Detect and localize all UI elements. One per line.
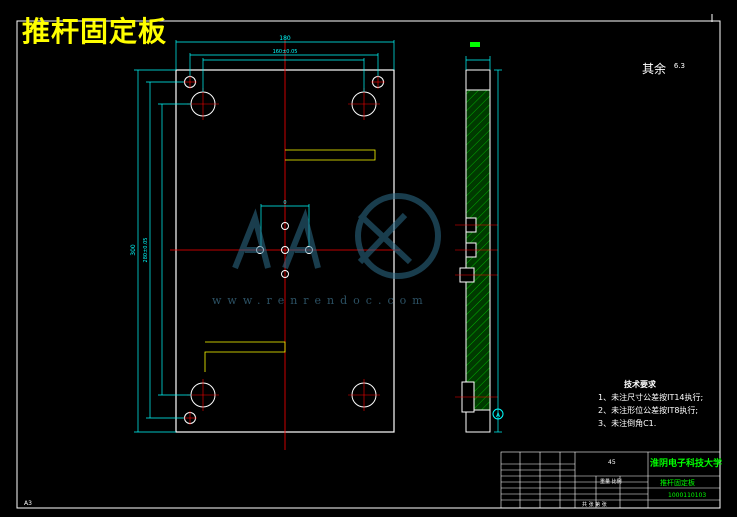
roughness-value: 6.3 — [673, 62, 685, 70]
tech-item: 2、未注形位公差按IT8执行; — [598, 406, 699, 415]
dim-left-overall: 300 — [130, 244, 137, 256]
tech-heading: 技术要求 — [624, 380, 656, 389]
title-block-drawing-no: 1000110103 — [668, 492, 707, 499]
large-hole — [348, 379, 380, 411]
section-marker — [470, 42, 480, 47]
datum-a — [492, 408, 504, 420]
pin-hole — [183, 75, 197, 89]
reference-outline — [285, 149, 376, 161]
roughness-label: 其余 — [642, 62, 667, 76]
pin-hole — [183, 411, 197, 425]
section-hatch — [465, 89, 491, 433]
dim-top-overall: 180 — [279, 35, 291, 42]
dimension-lines — [134, 40, 395, 433]
tech-item: 3、未注倒角C1. — [598, 419, 657, 428]
title-block — [500, 451, 721, 509]
large-hole — [348, 88, 380, 120]
section-bottom-cap — [465, 409, 491, 433]
section-view: A — [455, 42, 504, 433]
large-hole — [187, 88, 219, 120]
section-top-cap — [465, 69, 491, 91]
title-block-part-name: 推杆固定板 — [660, 479, 695, 487]
dim-left-inner: 280±0.05 — [143, 238, 149, 263]
watermark-text: www.renrendoc.com — [212, 294, 429, 307]
dim-top-inner: 160±0.05 — [273, 49, 298, 55]
drawing-title: 推杆固定板 — [22, 15, 168, 48]
pin-hole — [371, 75, 385, 89]
reference-outline — [204, 341, 286, 372]
tech-item: 1、未注尺寸公差按IT14执行; — [598, 393, 704, 402]
drawing-border — [16, 20, 721, 509]
roughness-note: 其余 6.3 — [642, 60, 685, 77]
large-hole — [187, 379, 219, 411]
dim-center-top: 0 — [283, 200, 286, 206]
title-block-school: 淮阴电子科技大学 — [650, 459, 723, 469]
title-block-sheet: 共 张 第 张 — [582, 502, 607, 508]
sheet-code: A3 — [24, 500, 32, 507]
watermark-logo — [232, 193, 441, 279]
technical-requirements: 技术要求 1、未注尺寸公差按IT14执行; 2、未注形位公差按IT8执行; 3、… — [598, 378, 703, 430]
title-block-quantity: 45 — [608, 459, 616, 466]
title-block-scale-row: 重量 比例 — [600, 479, 622, 485]
datum-a-letter: A — [496, 412, 501, 419]
